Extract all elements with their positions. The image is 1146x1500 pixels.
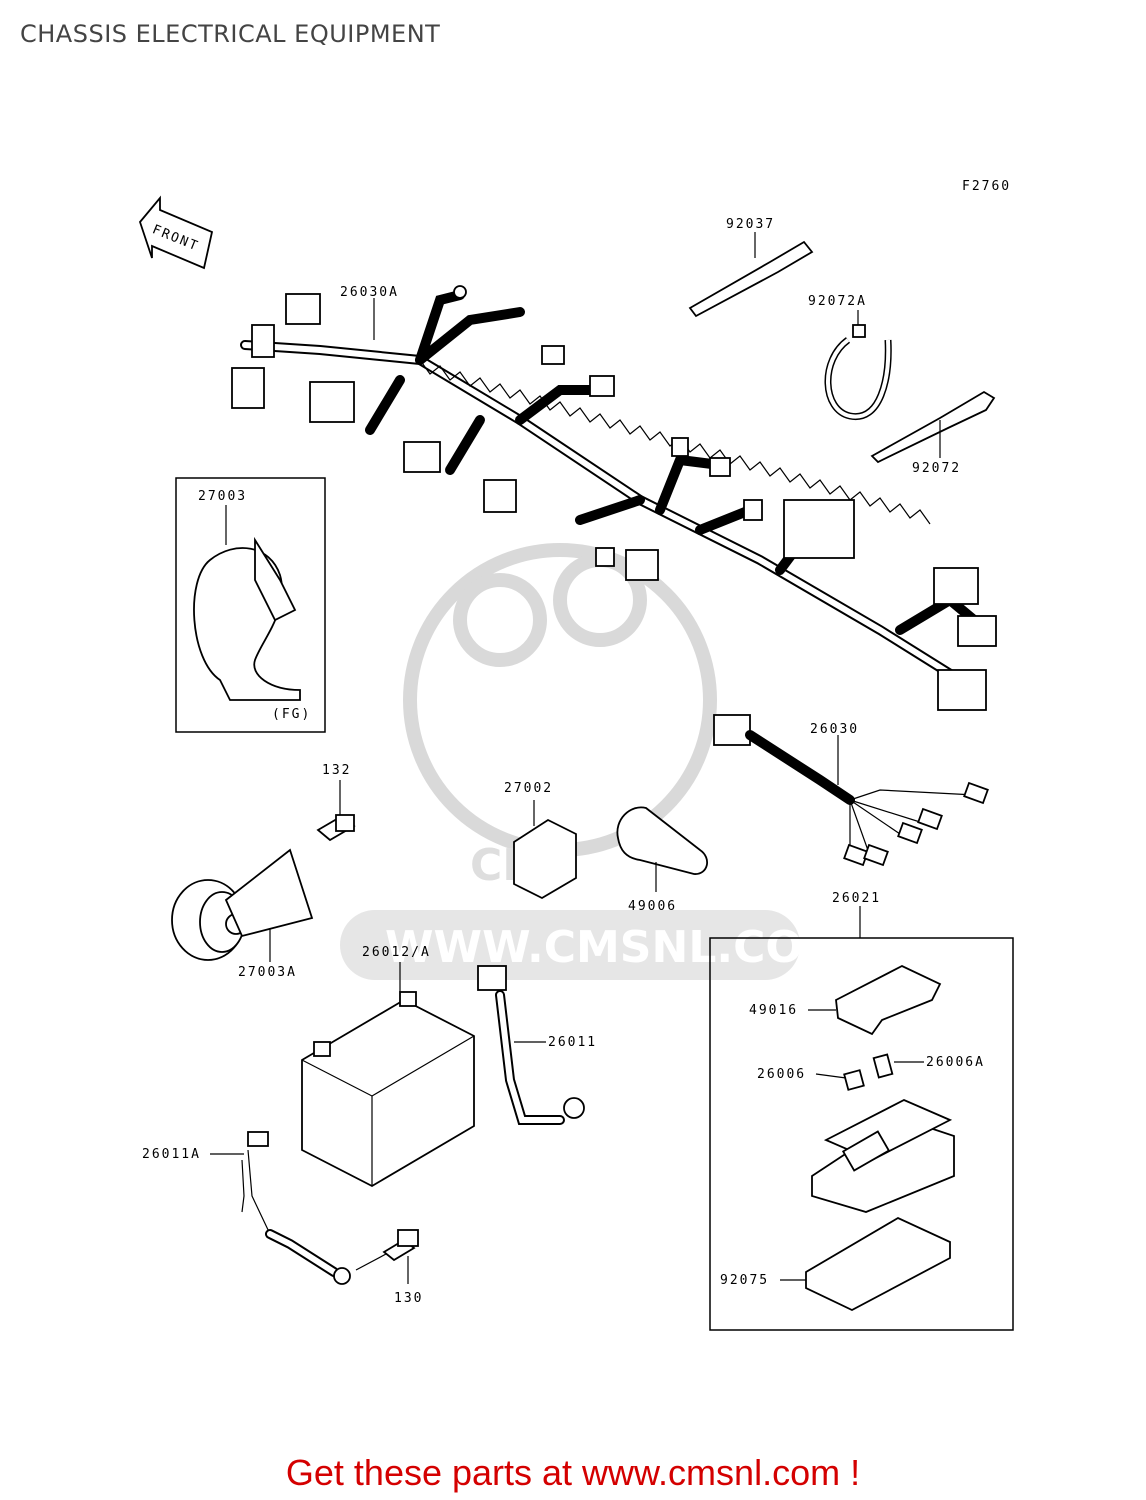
cable-tie-92037: 92037 xyxy=(688,217,814,318)
battery-26012a: 26012/A xyxy=(301,945,475,1188)
front-arrow-icon: FRONT xyxy=(138,195,214,270)
cap-49006: 49006 xyxy=(616,806,708,914)
watermark-url: WWW.CMSNL.COM xyxy=(385,922,847,973)
label-130: 130 xyxy=(394,1291,423,1306)
horn-box-27003: 27003 (FG) xyxy=(175,477,326,733)
bolt-130: 130 xyxy=(355,1229,423,1306)
label-27003a: 27003A xyxy=(238,965,297,980)
label-26011: 26011 xyxy=(548,1035,597,1050)
label-49016: 49016 xyxy=(749,1003,798,1018)
label-26006a: 26006A xyxy=(926,1055,985,1070)
cable-26011a: 26011A xyxy=(142,1131,351,1285)
label-26006: 26006 xyxy=(757,1067,806,1082)
label-27003: 27003 xyxy=(198,489,247,504)
label-92075: 92075 xyxy=(720,1273,769,1288)
relay-27002: 27002 xyxy=(504,781,577,900)
label-92072: 92072 xyxy=(912,461,961,476)
horn-box-note: (FG) xyxy=(272,707,311,722)
label-26021: 26021 xyxy=(832,891,881,906)
page-title: CHASSIS ELECTRICAL EQUIPMENT xyxy=(20,20,441,48)
label-26030: 26030 xyxy=(810,722,859,737)
horn-27003a: 27003A xyxy=(171,848,314,980)
parts-diagram: CMS WWW.CMSNL.COM F2760 FRONT 92037 9207… xyxy=(138,179,1014,1331)
main-harness-26030a: 26030A xyxy=(231,285,997,711)
label-92072a: 92072A xyxy=(808,294,867,309)
bolt-132: 132 xyxy=(316,763,356,842)
label-26011a: 26011A xyxy=(142,1147,201,1162)
label-26030a: 26030A xyxy=(340,285,399,300)
cable-tie-92072: 92072 xyxy=(870,390,996,476)
junction-box-26021: 26021 49016 26006 26006A 92075 xyxy=(709,891,1014,1331)
figure-code: F2760 xyxy=(962,179,1011,194)
footer-cta-link[interactable]: Get these parts at www.cmsnl.com ! xyxy=(285,1452,861,1493)
sub-harness-26030: 26030 xyxy=(713,714,989,867)
clamp-92072a: 92072A xyxy=(808,294,892,420)
label-26012a: 26012/A xyxy=(362,945,431,960)
label-92037: 92037 xyxy=(726,217,775,232)
label-49006: 49006 xyxy=(628,899,677,914)
label-132: 132 xyxy=(322,763,351,778)
watermark-logo: CMS WWW.CMSNL.COM xyxy=(340,543,847,980)
label-27002: 27002 xyxy=(504,781,553,796)
cable-26011: 26011 xyxy=(477,965,597,1125)
